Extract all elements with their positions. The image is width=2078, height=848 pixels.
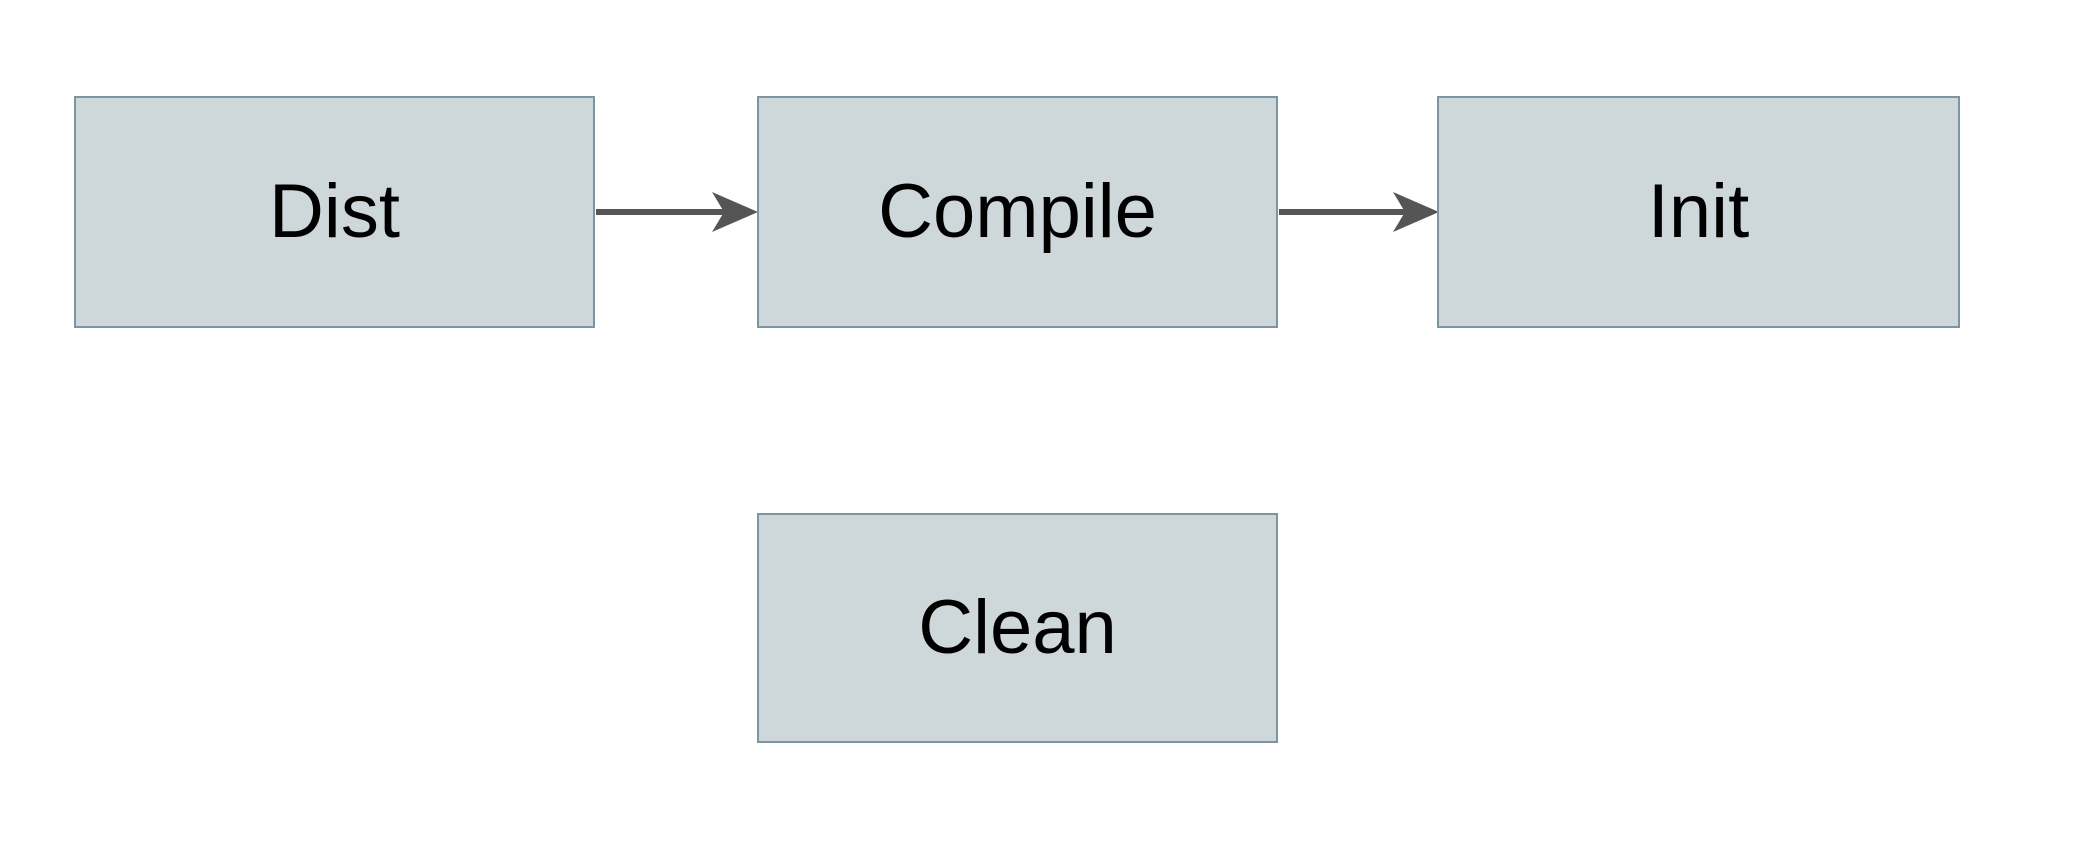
node-clean[interactable]: Clean bbox=[757, 513, 1278, 743]
arrowhead-icon bbox=[712, 192, 758, 232]
node-init-label: Init bbox=[1647, 169, 1750, 254]
node-dist[interactable]: Dist bbox=[74, 96, 595, 328]
node-compile[interactable]: Compile bbox=[757, 96, 1278, 328]
connector-dist-to-compile bbox=[596, 192, 758, 232]
node-compile-label: Compile bbox=[878, 169, 1157, 254]
node-dist-label: Dist bbox=[269, 169, 400, 254]
arrowhead-icon bbox=[1393, 192, 1439, 232]
connector-compile-to-init bbox=[1279, 192, 1439, 232]
node-init[interactable]: Init bbox=[1437, 96, 1960, 328]
node-clean-label: Clean bbox=[918, 585, 1117, 670]
